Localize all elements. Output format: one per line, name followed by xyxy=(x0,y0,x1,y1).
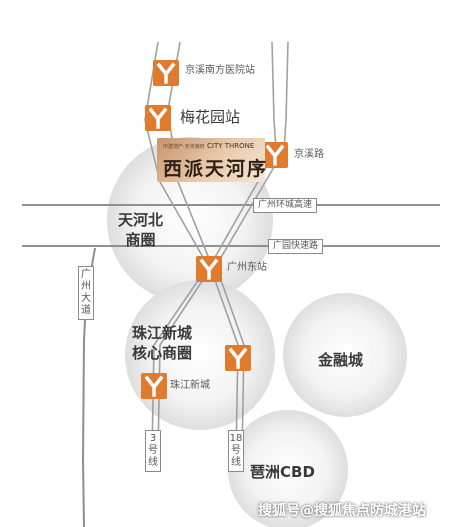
watermark: 搜狐号@搜狐焦点防城港站 xyxy=(258,503,426,519)
road-tag-char: 广 xyxy=(81,269,91,280)
station-label-jingxi-nanfang: 京溪南方医院站 xyxy=(185,65,255,76)
metro-station-icon xyxy=(153,60,179,86)
district-pazhou: 琶洲CBD xyxy=(250,463,315,481)
project-badge: 中建地产·天河瀚府 CITY THRONE 西派天河序 xyxy=(157,138,269,182)
jinrongcheng-circle xyxy=(283,293,407,417)
project-name-small: 中建地产·天河瀚府 xyxy=(163,144,205,150)
station-label-guangzhou-dong: 广州东站 xyxy=(227,262,267,273)
metro-station-icon xyxy=(262,142,288,168)
district-zhujiang-core-line1: 珠江新城 xyxy=(132,324,193,342)
station-label-meihuayuan: 梅花园站 xyxy=(180,108,241,126)
station-label-zhujiang-xincheng: 珠江新城 xyxy=(170,380,210,391)
district-jinrongcheng: 金融城 xyxy=(318,351,364,369)
metro-tag-char: 线 xyxy=(231,457,241,468)
metro-tag-line3: 3 号 线 xyxy=(145,430,161,472)
district-tianhebei-line2: 商圈 xyxy=(125,231,156,249)
road-tag-char: 州 xyxy=(81,281,91,292)
metro-tag-char: 线 xyxy=(148,457,158,468)
metro-tag-char: 号 xyxy=(148,445,158,456)
district-tianhebei: 天河北 商圈 xyxy=(118,210,163,250)
district-zhujiang-core: 珠江新城 核心商圈 xyxy=(132,323,192,363)
metro-station-icon xyxy=(141,373,167,399)
district-tianhebei-line1: 天河北 xyxy=(118,211,164,229)
metro-station-icon xyxy=(145,105,171,131)
metro-tag-line18: 18 号 线 xyxy=(228,430,244,472)
road-tag-guangyuan: 广园快速路 xyxy=(268,239,324,254)
rail-line-b xyxy=(157,41,213,456)
project-name-zh: 西派天河序 xyxy=(163,158,269,180)
road-tag-huancheng: 广州环城高速 xyxy=(253,198,318,213)
road-tag-char: 大 xyxy=(81,293,91,304)
metro-station-icon xyxy=(196,256,222,282)
road-tag-char: 道 xyxy=(81,305,91,316)
district-zhujiang-core-line2: 核心商圈 xyxy=(132,344,193,362)
metro-station-icon xyxy=(225,345,251,371)
project-name-en: CITY THRONE xyxy=(207,142,255,150)
metro-tag-char: 3 xyxy=(149,433,157,444)
station-label-jingxilu: 京溪路 xyxy=(294,149,324,160)
pazhou-circle xyxy=(228,410,348,527)
road-tag-guangzhou-dadao: 广 州 大 道 xyxy=(78,266,94,320)
metro-tag-char: 号 xyxy=(231,445,241,456)
metro-tag-char: 18 xyxy=(229,433,243,444)
